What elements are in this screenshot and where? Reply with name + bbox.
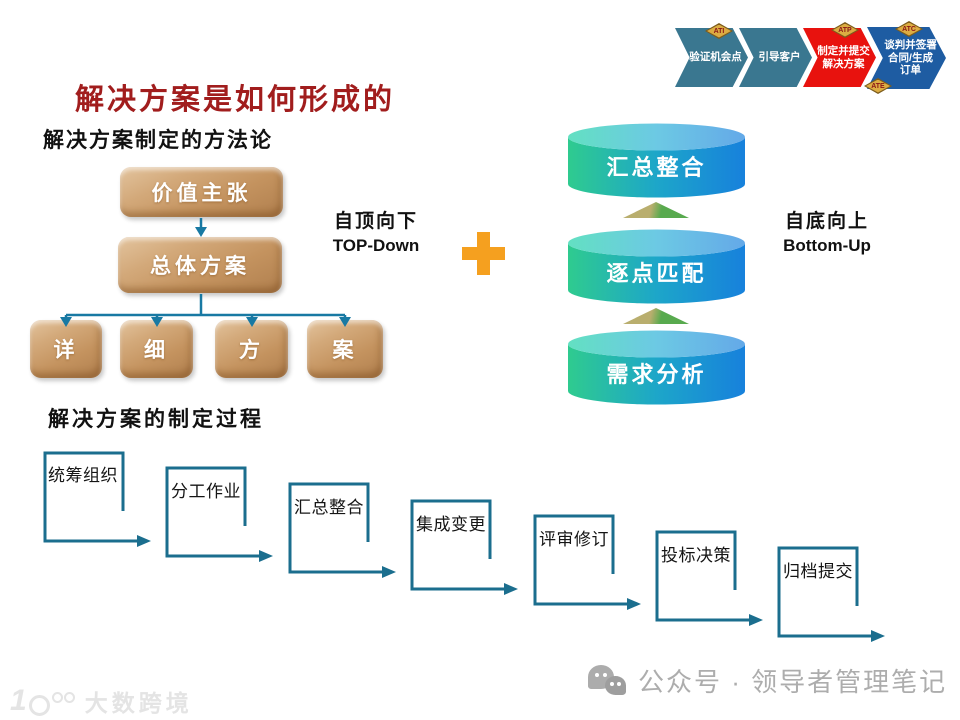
atp-badge-face: ATP [833,23,857,37]
ati-badge-label: ATI [713,27,725,35]
topdown-label-en: TOP-Down [332,236,420,255]
flow-stage-create-submit-solution: 制定并提交 解决方案 [803,28,876,87]
hierarchy-leaf-xi: 细 [120,320,193,378]
process-step-archive-submit: 归档提交 [783,562,853,581]
watermark-left-text: 大数跨境 [84,690,193,716]
process-heading: 解决方案的制定过程 [48,408,264,431]
bottomup-label-cn: 自底向上 [784,211,869,232]
up-arrow-icon [623,202,689,218]
cylinder-label-analysis: 需求分析 [606,362,706,387]
bottomup-label-en: Bottom-Up [783,236,871,255]
hierarchy-leaf-an: 案 [307,320,383,378]
ati-badge-face: ATI [707,24,731,38]
bottomup-label: 自底向上 Bottom-Up [780,206,874,256]
atp-badge-label: ATP [838,26,852,34]
methodology-heading: 解决方案制定的方法论 [43,129,273,152]
process-step-summarize: 汇总整合 [294,498,364,517]
page-title: 解决方案是如何形成的 [75,84,396,116]
hierarchy-box-value-proposition: 价值主张 [120,167,283,217]
up-arrow-icon [623,308,689,324]
cylinder-summarize-integrate: 汇总整合 [568,123,745,198]
hierarchy-leaf-fang: 方 [215,320,288,378]
process-step-coordinate: 统筹组织 [48,466,118,485]
process-step-bid-decision: 投标决策 [661,546,731,565]
plus-bar-vertical [477,232,490,275]
bottom-left-watermark: 1 大数跨境 [10,684,193,718]
ate-badge-face: ATE [866,79,890,93]
topdown-label: 自顶向下 TOP-Down [330,206,422,256]
wechat-bubbles-icon [588,663,630,699]
flow-stage-validate-opportunity: 验证机会点 [675,28,748,87]
hierarchy-leaf-xiang: 详 [30,320,102,378]
ate-badge-label: ATE [871,82,885,90]
wechat-bubble-small [605,675,626,695]
flow-stage-guide-customer: 引导客户 [739,28,812,87]
cylinder-requirement-analysis: 需求分析 [568,330,745,405]
atc-badge-face: ATC [897,22,921,36]
dashu-logo-dots-icon [51,691,75,703]
plus-icon [462,232,505,275]
hierarchy-box-overall-solution: 总体方案 [118,237,282,293]
ati-badge-icon: ATI [705,23,733,39]
atc-badge-icon: ATC [895,21,923,37]
watermark-right-text: 公众号 · 领导者管理笔记 [638,667,948,697]
bottom-right-watermark: 公众号 · 领导者管理笔记 [588,662,947,699]
ate-badge-icon: ATE [864,78,892,94]
cylinder-label-matching: 逐点匹配 [606,261,706,286]
cylinder-point-matching: 逐点匹配 [568,229,745,304]
atp-badge-icon: ATP [831,22,859,38]
dashu-logo-icon: 1 [10,684,27,717]
dashu-logo-ring-icon [28,694,50,716]
topdown-label-cn: 自顶向下 [333,211,418,232]
process-step-divide-work: 分工作业 [171,482,241,501]
cylinder-label-summarize: 汇总整合 [606,155,706,180]
atc-badge-label: ATC [902,25,916,33]
process-step-integrate-change: 集成变更 [416,515,486,534]
process-step-review-revise: 评审修订 [539,530,609,549]
